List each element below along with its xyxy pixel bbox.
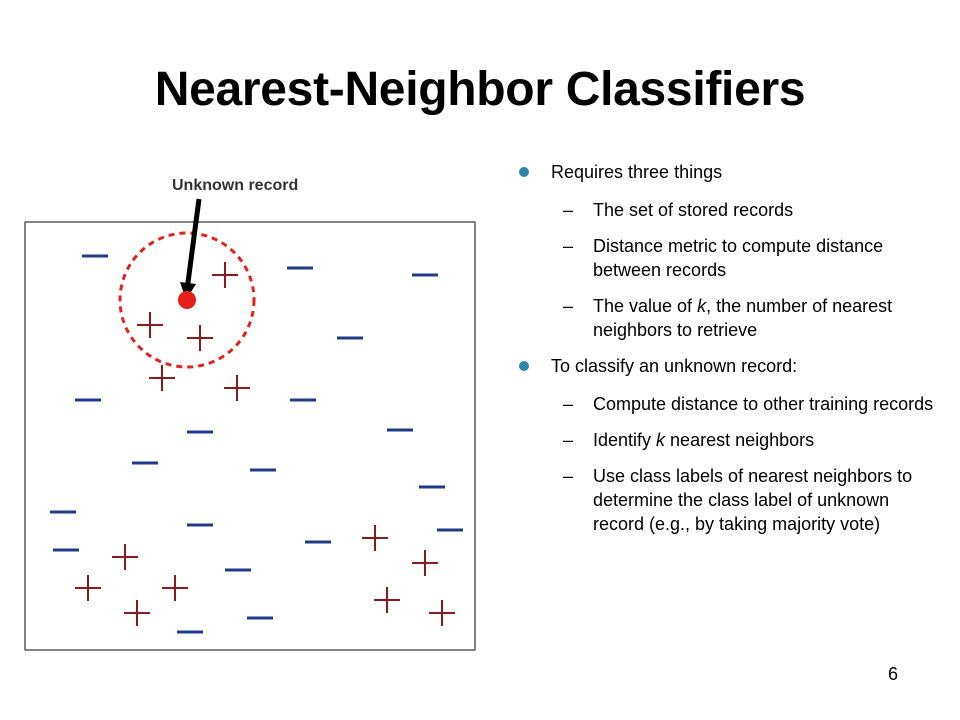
dash-icon: – bbox=[563, 430, 574, 450]
sub-bullet-2-1: –Compute distance to other training reco… bbox=[515, 392, 945, 416]
slide-title: Nearest-Neighbor Classifiers bbox=[154, 63, 806, 116]
sub-bullet-text: Identify bbox=[593, 430, 657, 450]
dash-icon: – bbox=[563, 394, 574, 414]
feature-space-box bbox=[24, 221, 476, 651]
bullet-dot-icon bbox=[519, 167, 529, 177]
dash-icon: – bbox=[563, 236, 574, 256]
neighborhood-circle bbox=[118, 231, 256, 369]
plus-point-10 bbox=[162, 575, 188, 601]
bullet-text: To classify an unknown record: bbox=[551, 356, 798, 376]
plus-point-3 bbox=[187, 325, 213, 351]
plus-point-2 bbox=[137, 312, 163, 338]
sub-bullet-text: Compute distance to other training recor… bbox=[593, 394, 934, 414]
sub-bullet-text: The value of bbox=[593, 296, 698, 316]
bullet-1: Requires three things bbox=[515, 160, 945, 184]
plus-point-13 bbox=[429, 600, 455, 626]
sub-bullet-text: , the number of nearest neighbors to ret… bbox=[593, 296, 893, 340]
bullet-2: To classify an unknown record: bbox=[515, 354, 945, 378]
sub-bullet-text: Use class labels of nearest neighbors to… bbox=[593, 466, 913, 534]
plus-point-6 bbox=[362, 525, 388, 551]
plus-point-4 bbox=[149, 365, 175, 391]
bullet-list: Requires three things–The set of stored … bbox=[515, 160, 945, 548]
plus-point-5 bbox=[224, 375, 250, 401]
bullet-dot-icon bbox=[519, 361, 529, 371]
sub-bullet-text: Distance metric to compute distance betw… bbox=[593, 236, 884, 280]
sub-bullet-text: nearest neighbors bbox=[665, 430, 815, 450]
plus-point-11 bbox=[374, 587, 400, 613]
dash-icon: – bbox=[563, 466, 574, 486]
plus-point-8 bbox=[412, 550, 438, 576]
plus-point-9 bbox=[75, 575, 101, 601]
pointer-arrow bbox=[184, 198, 202, 291]
sub-bullet-1-3: –The value of k, the number of nearest n… bbox=[515, 294, 945, 342]
pointer-arrowhead bbox=[180, 282, 196, 300]
plus-point-7 bbox=[112, 544, 138, 570]
sub-bullet-1-1: –The set of stored records bbox=[515, 198, 945, 222]
page-number: 6 bbox=[888, 664, 899, 684]
bullet-text: Requires three things bbox=[551, 162, 723, 182]
sub-bullet-2-2: –Identify k nearest neighbors bbox=[515, 428, 945, 452]
sub-bullet-2-3: –Use class labels of nearest neighbors t… bbox=[515, 464, 945, 536]
unknown-record-label: Unknown record bbox=[172, 177, 298, 194]
plus-point-1 bbox=[212, 262, 238, 288]
dash-icon: – bbox=[563, 296, 574, 316]
plus-point-12 bbox=[124, 600, 150, 626]
unknown-record-point bbox=[178, 291, 196, 309]
sub-bullet-text: k bbox=[697, 296, 707, 316]
sub-bullet-text: The set of stored records bbox=[593, 200, 794, 220]
dash-icon: – bbox=[563, 200, 574, 220]
sub-bullet-text: k bbox=[656, 430, 666, 450]
sub-bullet-1-2: –Distance metric to compute distance bet… bbox=[515, 234, 945, 282]
data-points bbox=[50, 254, 463, 634]
